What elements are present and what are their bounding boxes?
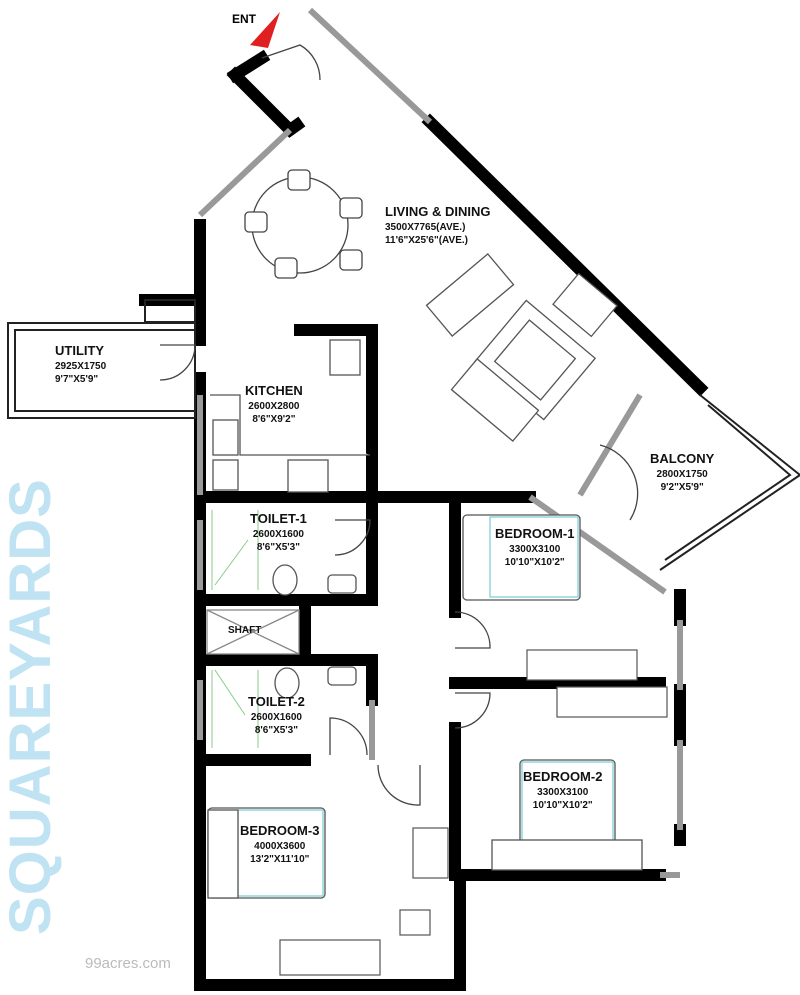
room-size-metric: 3300X3100 [537, 786, 589, 798]
entrance-label: ENT [232, 12, 256, 26]
room-size-imperial: 8'6"X9'2" [252, 414, 296, 426]
room-balcony: BALCONY 2800X1750 9'2"X5'9" [650, 450, 714, 495]
room-bedroom-1: BEDROOM-1 3300X3100 10'10"X10'2" [495, 525, 574, 570]
room-size-metric: 3500X7765(AVE.) [385, 221, 466, 233]
watermark-site: 99acres.com [85, 955, 171, 972]
windows [197, 7, 683, 878]
room-name: TOILET-2 [248, 694, 305, 709]
room-size-imperial: 10'10"X10'2" [504, 557, 565, 569]
room-size-metric: 2800X1750 [656, 468, 708, 480]
dining-table [244, 169, 363, 279]
room-toilet-2: TOILET-2 2600X1600 8'6"X5'3" [248, 693, 305, 738]
shower-lines [211, 510, 259, 748]
room-size-imperial: 10'10"X10'2" [532, 800, 593, 812]
room-name: BALCONY [650, 451, 715, 466]
room-name: UTILITY [55, 343, 105, 358]
room-name: KITCHEN [245, 383, 303, 398]
room-size-metric: 2925X1750 [55, 360, 107, 372]
room-toilet-1: TOILET-1 2600X1600 8'6"X5'3" [250, 510, 307, 555]
doors [159, 44, 639, 806]
bathroom-fixtures [206, 564, 357, 699]
wardrobes [279, 649, 668, 976]
room-living-dining: LIVING & DINING 3500X7765(AVE.) 11'6"X25… [385, 203, 490, 248]
room-size-metric: 3300X3100 [509, 543, 561, 555]
room-size-imperial: 8'6"X5'3" [256, 542, 300, 554]
room-size-metric: 2600X1600 [252, 528, 304, 540]
room-utility: UTILITY 2925X1750 9'7"X5'9" [55, 342, 106, 387]
balcony-outline [659, 394, 800, 571]
room-size-metric: 2600X1600 [250, 711, 302, 723]
kitchen-fixtures [210, 339, 370, 493]
room-bedroom-2: BEDROOM-2 3300X3100 10'10"X10'2" [523, 768, 602, 813]
room-shaft: SHAFT [228, 624, 261, 638]
room-name: BEDROOM-2 [523, 769, 603, 784]
utility-outline [7, 299, 196, 419]
room-size-imperial: 9'7"X5'9" [55, 374, 99, 386]
living-furniture [425, 253, 618, 442]
room-size-imperial: 13'2"X11'10" [250, 854, 310, 866]
watermark-brand: SQUAREYARDS [0, 478, 63, 935]
room-kitchen: KITCHEN 2600X2800 8'6"X9'2" [245, 382, 303, 427]
room-size-metric: 4000X3600 [254, 840, 306, 852]
room-size-imperial: 9'2"X5'9" [660, 482, 704, 494]
entrance-marker [250, 12, 280, 48]
room-bedroom-3: BEDROOM-3 4000X3600 13'2"X11'10" [240, 822, 319, 867]
room-name: TOILET-1 [250, 511, 307, 526]
room-name: LIVING & DINING [385, 204, 491, 219]
room-name: BEDROOM-1 [495, 526, 575, 541]
room-name: SHAFT [228, 625, 262, 636]
room-size-imperial: 11'6"X25'6"(AVE.) [385, 235, 468, 247]
beds [207, 514, 643, 899]
room-size-imperial: 8'6"X5'3" [254, 725, 298, 737]
room-name: BEDROOM-3 [240, 823, 320, 838]
room-size-metric: 2600X2800 [248, 400, 300, 412]
